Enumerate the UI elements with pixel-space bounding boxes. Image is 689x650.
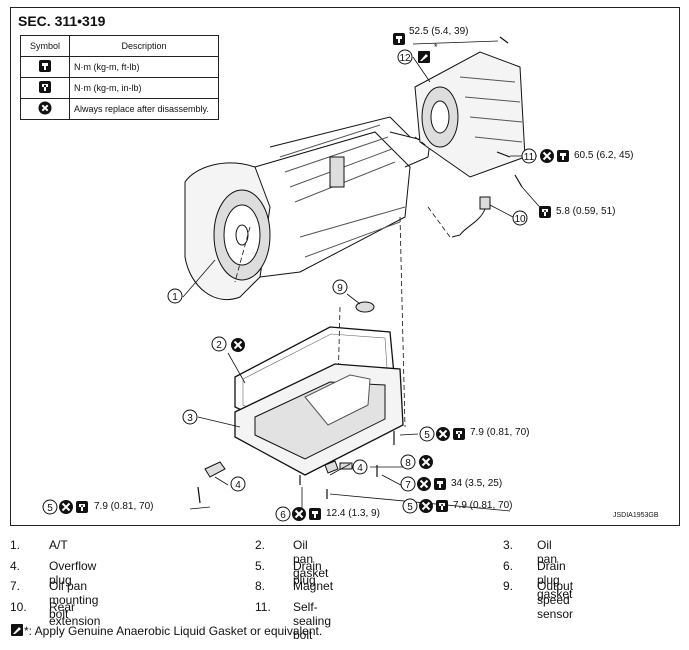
sealant-asterisk: * — [434, 42, 438, 52]
symbol-legend-table: Symbol Description N·m (kg-m, ft-lb) N·m… — [20, 35, 219, 120]
footnote: *: Apply Genuine Anaerobic Liquid Gasket… — [10, 623, 322, 638]
part-num: 10. — [10, 600, 27, 614]
part-name: Drain plug — [293, 559, 322, 587]
part-name: A/T — [49, 538, 68, 552]
part-label-6: 6 — [275, 506, 291, 522]
svg-text:6: 6 — [280, 510, 286, 521]
part-label-9: 9 — [332, 279, 348, 295]
part-num: 5. — [255, 559, 266, 573]
part-label-1: 1 — [167, 288, 183, 304]
part-num: 7. — [10, 579, 21, 593]
part-label-5b: 5 — [402, 498, 418, 514]
num-1: 1 — [172, 292, 178, 303]
part-name: Oil pan mounting bolt — [49, 579, 99, 621]
replace-x-icon — [292, 507, 306, 521]
replace-x-icon — [20, 98, 70, 120]
output-speed-sensor — [451, 196, 491, 238]
svg-text:11: 11 — [524, 152, 535, 163]
torque-wrench-small-icon — [453, 428, 465, 440]
svg-text:5: 5 — [47, 503, 53, 514]
transmission-exploded-view: 1 9 2 3 4 4 12 10 11 5 8 7 5 6 5 — [42, 33, 569, 522]
legend-desc-3: Always replace after disassembly. — [69, 98, 219, 120]
part-num: 1. — [10, 538, 21, 552]
part-name: Overflow plug — [49, 559, 97, 587]
replace-x-icon — [419, 455, 433, 469]
part-name: Magnet — [293, 579, 334, 593]
replace-x-icon — [59, 500, 73, 514]
part-name: Oil pan — [537, 538, 558, 566]
rear-extension — [414, 51, 526, 178]
part-num: 11. — [255, 600, 271, 614]
part-name: Output speed sensor — [537, 579, 574, 621]
sensor-o-ring — [355, 301, 375, 313]
oil-pan — [234, 363, 404, 476]
replace-x-icon — [231, 338, 245, 352]
svg-text:12: 12 — [399, 53, 411, 64]
part-name: Oil pan gasket — [293, 538, 329, 580]
part-label-8: 8 — [400, 454, 416, 470]
svg-text:8: 8 — [405, 458, 411, 469]
replace-x-icon — [419, 499, 433, 513]
svg-text:4: 4 — [357, 463, 363, 474]
part-num: 4. — [10, 559, 21, 573]
svg-text:5: 5 — [407, 502, 413, 513]
part-name: Drain plug gasket — [537, 559, 573, 601]
torque-value-11: 60.5 (6.2, 45) — [574, 150, 634, 161]
torque-value-5b: 7.9 (0.81, 70) — [453, 500, 513, 511]
torque-value-5c: 7.9 (0.81, 70) — [94, 501, 154, 512]
replace-x-icon — [436, 427, 450, 441]
svg-text:9: 9 — [337, 283, 343, 294]
torque-wrench-icon — [434, 478, 446, 490]
torque-wrench-small-icon — [436, 500, 448, 512]
torque-value-10: 5.8 (0.59, 51) — [556, 206, 616, 217]
diagram-frame — [10, 7, 680, 526]
svg-text:10: 10 — [514, 214, 526, 225]
part-name: Rear extension — [49, 600, 101, 628]
replace-x-icon — [417, 477, 431, 491]
part-label-5a: 5 — [419, 426, 435, 442]
sealant-icon — [11, 624, 23, 636]
part-label-12: 12 — [397, 49, 413, 65]
part-label-5c: 5 — [42, 499, 58, 515]
replace-x-icon — [540, 149, 554, 163]
torque-value-5a: 7.9 (0.81, 70) — [470, 427, 530, 438]
svg-text:3: 3 — [187, 413, 193, 424]
svg-text:4: 4 — [235, 480, 241, 491]
torque-wrench-icon — [393, 33, 405, 45]
part-label-11: 11 — [521, 148, 537, 164]
part-label-2: 2 — [211, 336, 227, 352]
sealant-icon — [418, 51, 430, 63]
part-num: 9. — [503, 579, 514, 593]
part-name: Self-sealing bolt — [293, 600, 332, 642]
torque-wrench-small-icon — [539, 206, 551, 218]
torque-value-12: 52.5 (5.4, 39) — [409, 26, 469, 37]
part-num: 2. — [255, 538, 266, 552]
part-label-3: 3 — [182, 409, 198, 425]
torque-wrench-icon — [309, 508, 321, 520]
part-num: 6. — [503, 559, 514, 573]
part-num: 8. — [255, 579, 266, 593]
part-label-7: 7 — [400, 476, 416, 492]
footnote-text: *: Apply Genuine Anaerobic Liquid Gasket… — [24, 624, 323, 638]
torque-wrench-small-icon — [76, 501, 88, 513]
svg-text:5: 5 — [424, 430, 430, 441]
transmission-body — [184, 116, 431, 301]
bolts — [197, 36, 523, 504]
torque-value-6: 12.4 (1.3, 9) — [326, 508, 380, 519]
part-label-10: 10 — [512, 210, 528, 226]
torque-value-7: 34 (3.5, 25) — [451, 478, 503, 489]
image-code: JSDIA1953GB — [613, 512, 659, 519]
svg-text:7: 7 — [405, 480, 411, 491]
part-num: 3. — [503, 538, 514, 552]
section-title: SEC. 311•319 — [18, 13, 106, 29]
svg-text:2: 2 — [216, 340, 222, 351]
part-label-4a: 4 — [230, 476, 246, 492]
part-label-4b: 4 — [352, 459, 368, 475]
torque-wrench-icon — [557, 150, 569, 162]
torque-wrench-small-icon — [20, 77, 70, 99]
